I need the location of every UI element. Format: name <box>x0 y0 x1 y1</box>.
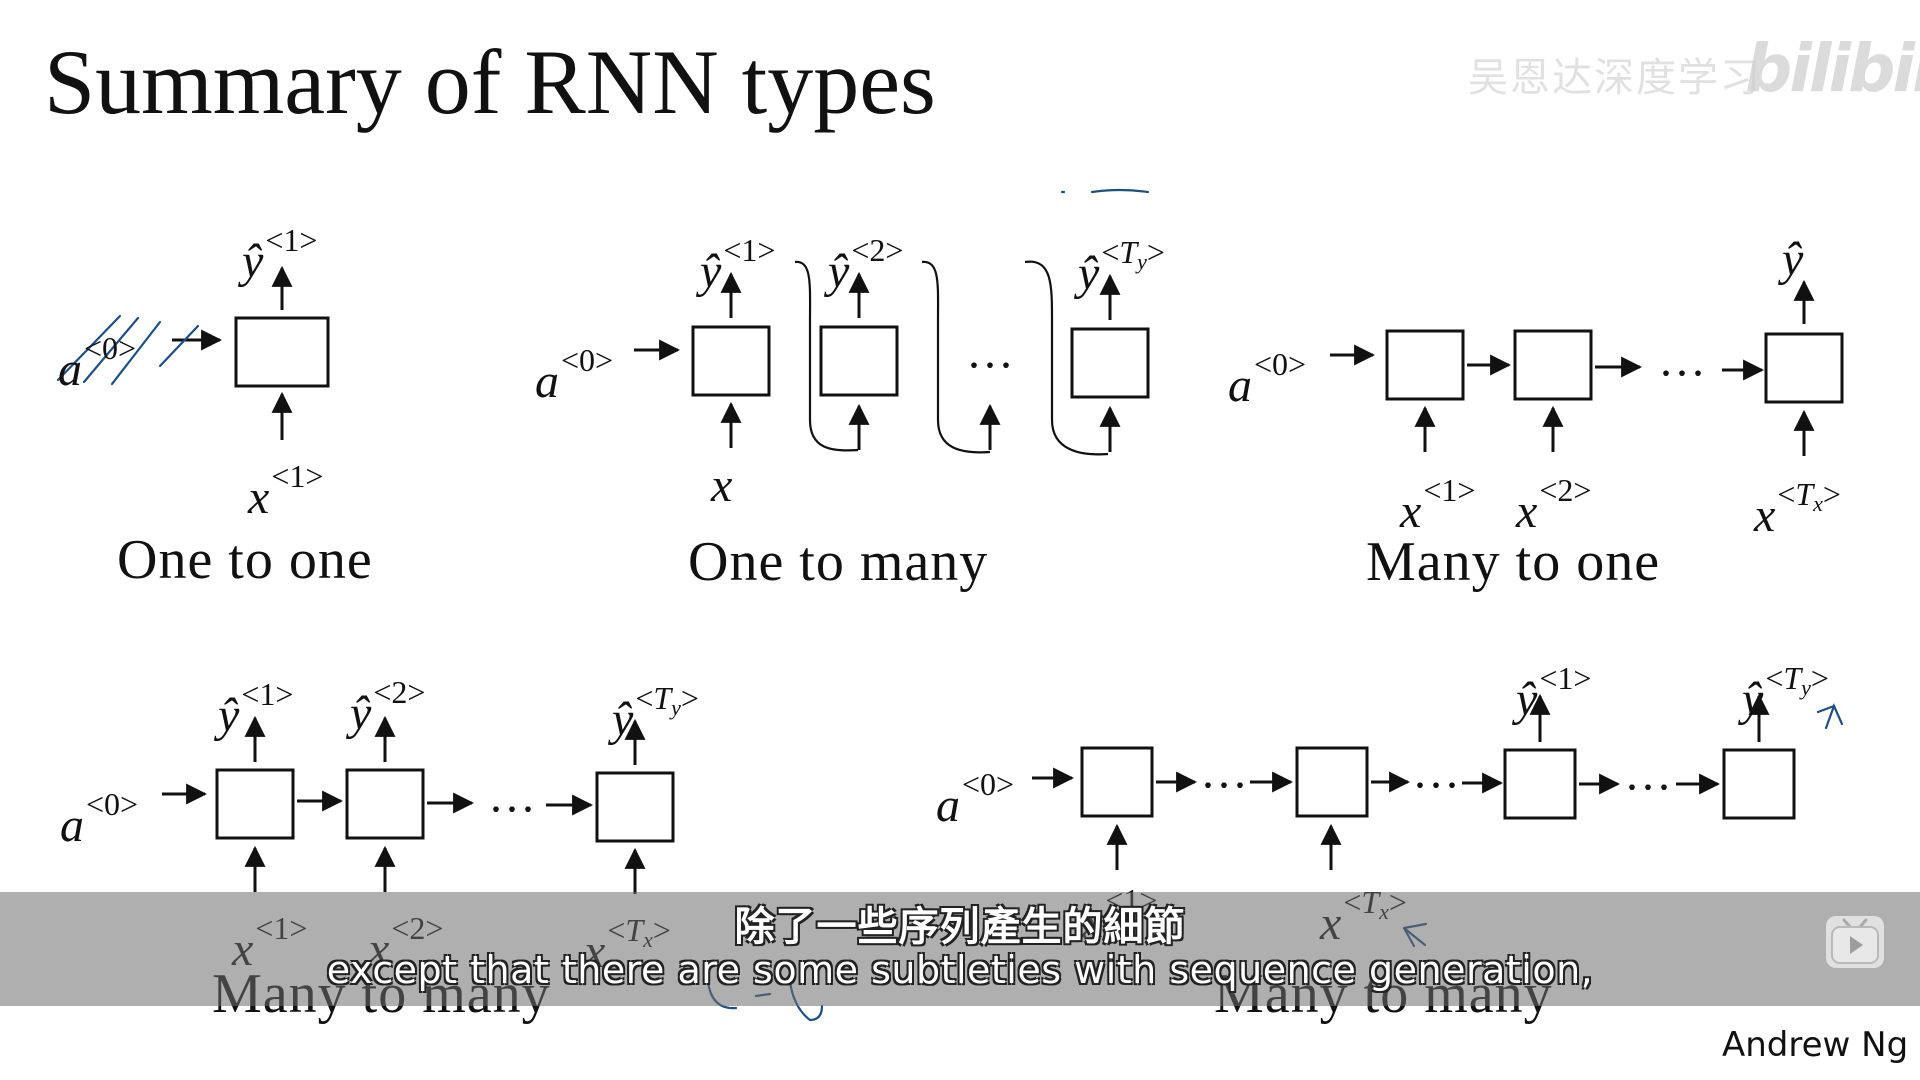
caption-one-to-one: One to one <box>117 529 373 591</box>
ellipsis: ··· <box>966 339 1014 392</box>
label-y1: ŷ<1> <box>242 222 318 288</box>
label-yTy: ŷ<Ty> <box>1742 660 1829 726</box>
ellipsis: ··· <box>488 783 536 836</box>
bilibili-logo: bilibili <box>1745 30 1920 107</box>
subtitle-bar <box>0 892 1920 1006</box>
rnn-cell <box>215 768 295 840</box>
rnn-cell <box>595 771 675 843</box>
channel-watermark: 吴恩达深度学习 <box>1468 55 1762 101</box>
label-a0: a<0> <box>1228 346 1307 412</box>
label-y2: ŷ<2> <box>350 674 426 740</box>
subtitle-english: except that there are some subtleties wi… <box>326 948 1594 992</box>
label-x1: x<1> <box>248 458 324 524</box>
label-x2: x<2> <box>1516 472 1592 538</box>
label-y: ŷ <box>1782 233 1804 286</box>
rnn-cell <box>1764 332 1844 404</box>
label-a0: a<0> <box>535 342 614 408</box>
subtitle-chinese: 除了一些序列產生的細節 <box>734 904 1186 950</box>
label-y1: ŷ<1> <box>700 232 776 298</box>
label-yTy: ŷ<Ty> <box>612 680 699 746</box>
pen-strike <box>158 324 200 368</box>
label-x: x <box>711 459 733 512</box>
label-yTy: ŷ<Ty> <box>1078 234 1165 300</box>
rnn-cell <box>345 768 425 840</box>
label-y1: ŷ<1> <box>218 676 294 742</box>
caption-one-to-many: One to many <box>688 531 989 593</box>
label-x1: x<1> <box>1400 472 1476 538</box>
rnn-cell <box>1503 748 1577 820</box>
pen-mark <box>1090 188 1150 194</box>
label-a0: a<0> <box>936 766 1015 832</box>
rnn-cell <box>1722 748 1796 820</box>
feedback-loop <box>1024 260 1109 456</box>
feedback-loop <box>921 260 991 454</box>
label-y1: ŷ<1> <box>1516 660 1592 726</box>
feedback-loop <box>794 260 859 452</box>
rnn-cell <box>1295 746 1369 818</box>
rnn-cell <box>819 325 899 397</box>
pen-mark <box>1816 704 1836 714</box>
rnn-cell <box>234 316 330 388</box>
caption-many-to-one: Many to one <box>1366 531 1661 593</box>
label-y2: ŷ<2> <box>828 232 904 298</box>
label-xTx: x<Tx> <box>1754 476 1841 542</box>
rnn-cell <box>1080 746 1154 818</box>
label-a0: a<0> <box>58 330 137 396</box>
rnn-cell <box>1513 329 1593 401</box>
ellipsis: ··· <box>1658 347 1706 400</box>
slide-title: Summary of RNN types <box>44 31 936 133</box>
rnn-cell <box>691 325 771 397</box>
rnn-cell <box>1070 327 1150 399</box>
pen-strike <box>82 316 140 384</box>
author-credit: Andrew Ng <box>1722 1025 1909 1065</box>
ellipsis: ··· <box>1624 761 1672 814</box>
play-button[interactable] <box>1826 916 1884 968</box>
pen-strike <box>56 314 122 382</box>
label-a0: a<0> <box>60 786 139 852</box>
play-icon <box>1831 918 1879 964</box>
pen-strike <box>110 320 162 386</box>
ellipsis: ··· <box>1412 759 1460 812</box>
ellipsis: ··· <box>1200 759 1248 812</box>
rnn-cell <box>1385 329 1465 401</box>
